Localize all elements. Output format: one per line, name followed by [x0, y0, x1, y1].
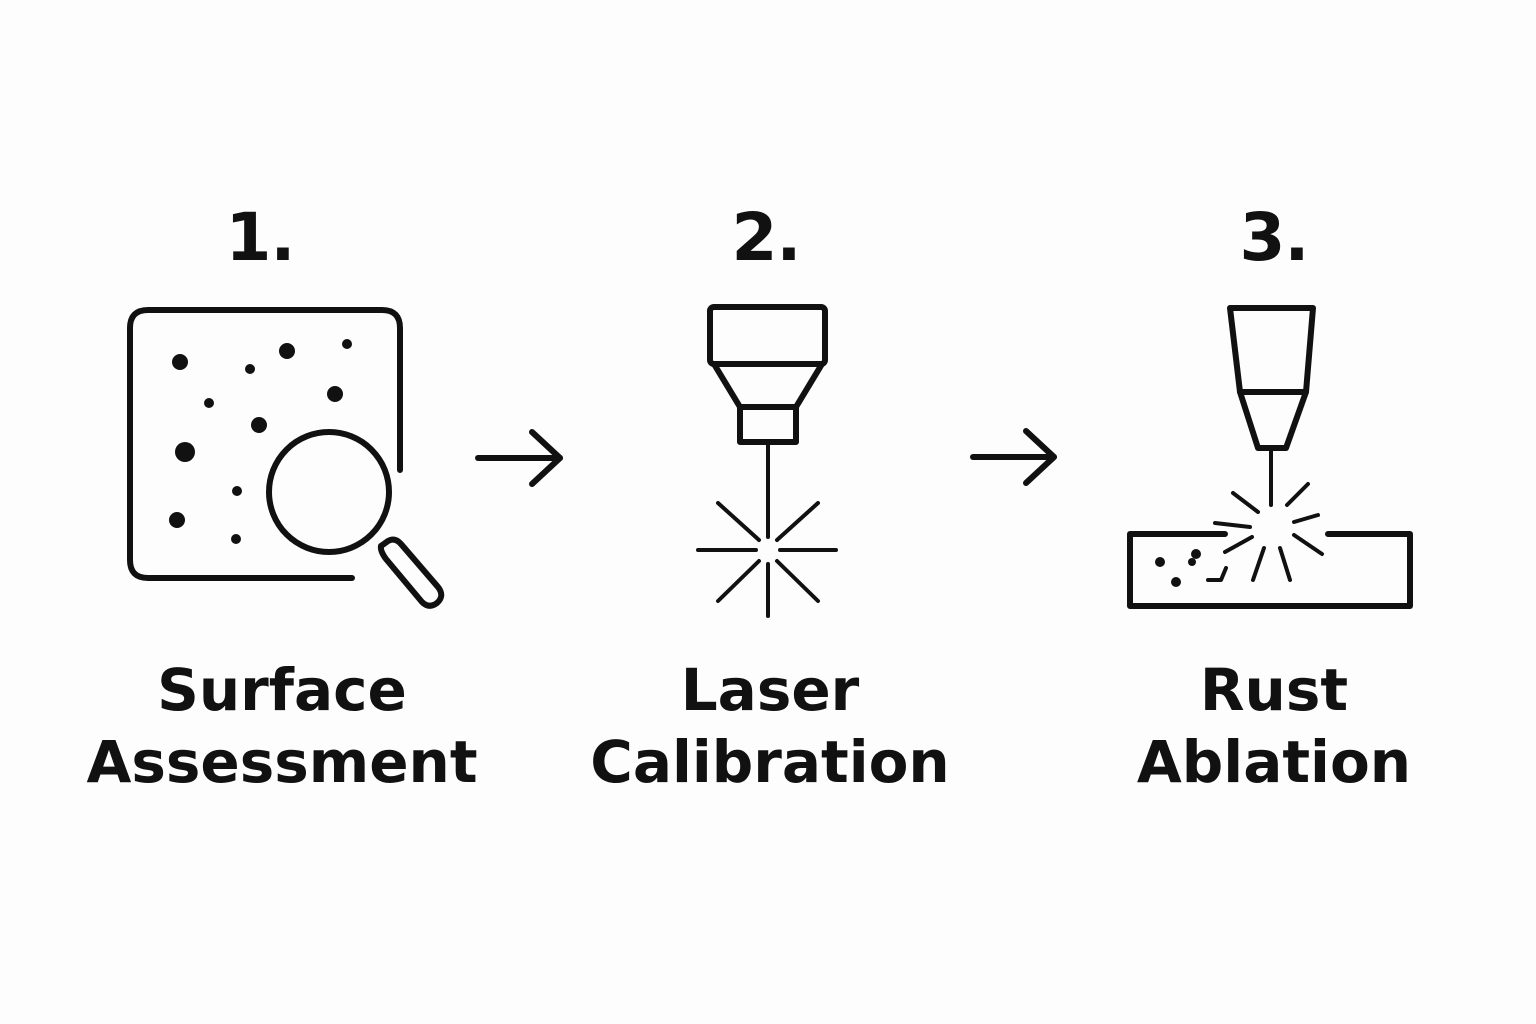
rust-particles [1155, 549, 1201, 587]
arrow-right-icon [970, 428, 1057, 486]
rusty-surface-magnifier-icon [127, 307, 445, 609]
workpiece-outline [1127, 531, 1413, 609]
step-2-label-line1: Laser [680, 656, 860, 724]
rust-spots [169, 339, 352, 544]
magnifier-handle [377, 536, 445, 609]
laser-ablation-icon [1127, 305, 1413, 609]
ablation-sparks [1206, 482, 1324, 582]
arrow-right-icon [475, 429, 563, 487]
step-2-number: 2. [731, 199, 802, 276]
step-1-number: 1. [225, 199, 296, 276]
laser-burst [696, 501, 838, 618]
step-2-label: Laser Calibration [560, 654, 980, 798]
step-3-number: 3. [1239, 199, 1310, 276]
step-1-label-line2: Assessment [86, 728, 478, 796]
surface-outline [127, 307, 403, 581]
magnifier-lens [266, 429, 392, 555]
step-3-label-line2: Ablation [1136, 728, 1412, 796]
step-2-label-line2: Calibration [590, 728, 950, 796]
step-1-label: Surface Assessment [72, 654, 492, 798]
step-3-label: Rust Ablation [1064, 654, 1484, 798]
step-1-label-line1: Surface [157, 656, 407, 724]
laser-head-icon [696, 304, 838, 618]
step-3-label-line1: Rust [1199, 656, 1349, 724]
